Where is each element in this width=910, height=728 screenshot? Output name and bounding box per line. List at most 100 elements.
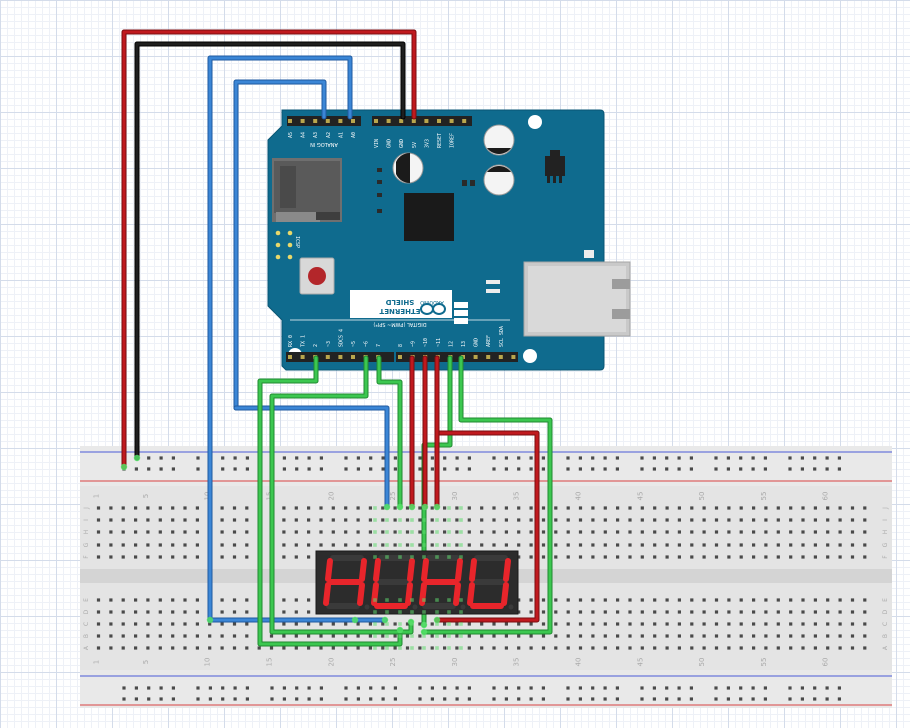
breadboard-hole: [96, 555, 101, 559]
capacitor: [483, 124, 515, 156]
breadboard-hole: [591, 555, 595, 559]
top-power-rail: [80, 446, 892, 486]
breadboard-hole: [245, 506, 249, 510]
row-label: A: [882, 645, 889, 650]
breadboard-hole: [554, 530, 558, 534]
rail-hole: [541, 686, 545, 690]
breadboard-hole: [603, 598, 607, 602]
breadboard-hole: [467, 622, 471, 626]
status-led: [486, 289, 500, 293]
breadboard-hole: [776, 610, 780, 614]
pin-label: A3: [313, 132, 319, 138]
breadboard-hole: [158, 555, 162, 559]
breadboard-hole: [146, 506, 150, 510]
breadboard-hole: [195, 646, 199, 650]
connected-hole: [459, 530, 463, 534]
breadboard-hole: [517, 543, 521, 547]
breadboard-hole: [665, 646, 669, 650]
breadboard-hole: [480, 622, 484, 626]
breadboard-hole: [282, 506, 286, 510]
rail-hole: [825, 467, 829, 471]
rail-hole: [307, 686, 311, 690]
breadboard-hole: [405, 543, 410, 547]
breadboard-hole: [195, 622, 199, 626]
label-pad: [454, 318, 468, 324]
rj45-jack: [486, 250, 631, 337]
breadboard-hole: [356, 646, 360, 650]
rail-hole: [455, 697, 459, 701]
rail-hole: [566, 467, 570, 471]
rail-hole: [295, 697, 299, 701]
breadboard-hole: [121, 598, 125, 602]
power-header: [372, 116, 472, 126]
breadboard-hole: [826, 530, 830, 534]
breadboard-hole: [430, 506, 434, 510]
breadboard-hole: [455, 518, 459, 522]
breadboard-hole: [307, 598, 311, 602]
pin-label: A1: [338, 132, 344, 138]
rail-hole: [369, 686, 373, 690]
breadboard-hole: [714, 555, 719, 559]
column-number: 25: [389, 658, 397, 667]
header-pin: [437, 119, 441, 123]
connected-hole: [422, 506, 426, 510]
rail-hole: [393, 686, 397, 690]
breadboard-hole: [294, 598, 298, 602]
breadboard-hole: [245, 598, 249, 602]
breadboard-hole: [480, 543, 484, 547]
column-number: 20: [327, 492, 335, 501]
breadboard-hole: [183, 506, 187, 510]
breadboard-hole: [566, 543, 570, 547]
breadboard-hole: [789, 543, 793, 547]
header-pin: [473, 355, 478, 359]
breadboard-hole: [665, 634, 669, 638]
rail-hole: [504, 456, 508, 460]
breadboard-hole: [529, 530, 533, 534]
breadboard-hole: [282, 646, 286, 650]
breadboard-hole: [826, 622, 830, 626]
breadboard-hole: [492, 634, 496, 638]
voltage-regulator: [545, 150, 565, 183]
connected-hole: [447, 634, 451, 638]
connected-hole: [373, 622, 377, 626]
breadboard-hole: [319, 622, 323, 626]
breadboard-hole: [714, 598, 719, 602]
breadboard-hole: [776, 543, 780, 547]
decimal-point: [460, 604, 466, 610]
rail-hole: [788, 686, 792, 690]
reset-button[interactable]: [299, 257, 335, 295]
rail-hole: [233, 686, 237, 690]
breadboard-hole: [752, 610, 756, 614]
rail-hole: [788, 697, 792, 701]
rail-hole: [196, 467, 200, 471]
breadboard-hole: [640, 610, 644, 614]
breadboard-hole: [739, 530, 743, 534]
rail-hole: [319, 686, 323, 690]
pin-label: ~9: [411, 341, 417, 347]
connected-hole: [398, 506, 402, 510]
rail-hole: [344, 467, 348, 471]
segment-on: [373, 558, 381, 582]
column-number: 35: [513, 658, 521, 667]
rail-hole: [369, 697, 373, 701]
breadboard-hole: [517, 518, 521, 522]
breadboard-hole: [183, 543, 187, 547]
segment-on: [323, 582, 331, 606]
wire-endpoint: [351, 616, 359, 624]
breadboard-hole: [826, 555, 830, 559]
rail-hole: [492, 697, 496, 701]
breadboard-hole: [381, 543, 385, 547]
capacitor-stripe: [487, 148, 511, 155]
breadboard-hole: [418, 634, 422, 638]
breadboard-hole: [492, 543, 496, 547]
rail-hole: [763, 467, 767, 471]
breadboard-hole: [714, 634, 719, 638]
breadboard-hole: [640, 543, 644, 547]
rail-hole: [344, 697, 348, 701]
breadboard-hole: [714, 543, 719, 547]
pin-label: ~6: [364, 341, 370, 347]
breadboard-hole: [257, 646, 261, 650]
breadboard-hole: [591, 530, 595, 534]
display-digits: [323, 555, 514, 610]
